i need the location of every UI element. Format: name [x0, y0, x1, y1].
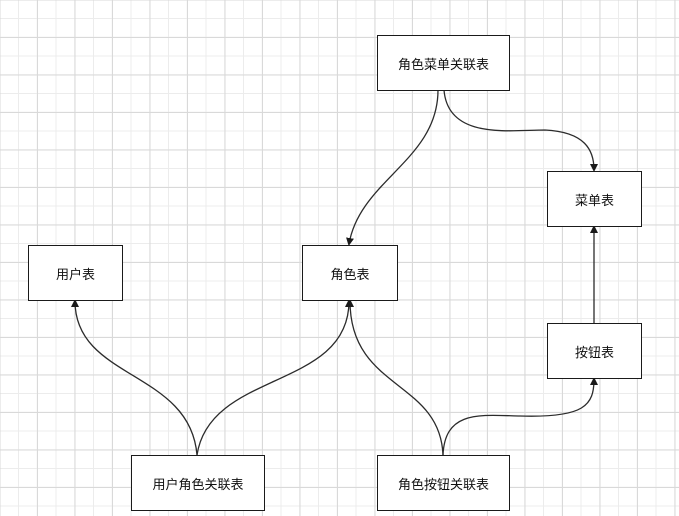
- node-label: 用户角色关联表: [152, 477, 244, 493]
- edge-userrole-to-role: [196, 299, 353, 456]
- node-label: 菜单表: [574, 193, 614, 209]
- edge-rolemenu-to-role: [346, 89, 439, 246]
- node-button[interactable]: 按钮表: [547, 323, 642, 379]
- node-label: 角色按钮关联表: [397, 477, 489, 493]
- node-user[interactable]: 用户表: [28, 245, 123, 301]
- node-label: 用户表: [55, 267, 95, 283]
- edge-userrole-to-user: [71, 299, 198, 456]
- node-label: 角色菜单关联表: [397, 57, 489, 73]
- node-role-menu[interactable]: 角色菜单关联表: [377, 35, 510, 91]
- node-role[interactable]: 角色表: [302, 245, 398, 301]
- node-label: 按钮表: [574, 345, 614, 361]
- node-user-role[interactable]: 用户角色关联表: [131, 455, 265, 511]
- edge-rolebutton-to-role: [346, 299, 444, 456]
- edge-rolemenu-to-menu: [443, 89, 598, 172]
- node-label: 角色表: [330, 267, 370, 283]
- edge-rolebutton-to-button: [442, 377, 598, 456]
- node-role-button[interactable]: 角色按钮关联表: [377, 455, 510, 511]
- node-menu[interactable]: 菜单表: [547, 171, 642, 227]
